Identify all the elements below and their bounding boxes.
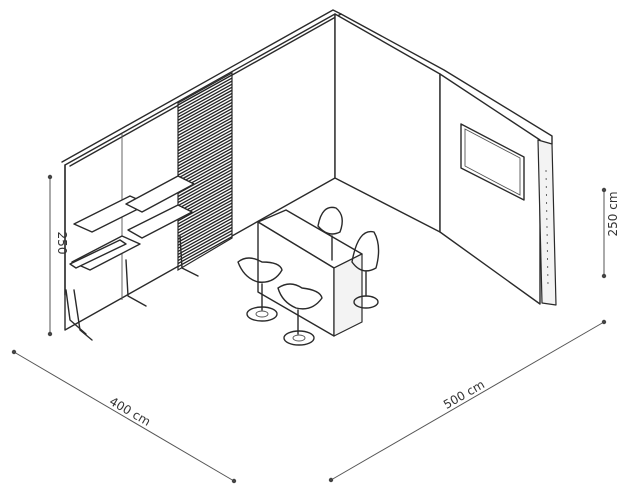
- height-right-label: 250 cm: [606, 191, 620, 236]
- dimension-height-left: [47, 174, 53, 337]
- dimension-depth: [328, 319, 607, 483]
- depth-label: 500 cm: [441, 377, 487, 412]
- slat-wall: [177, 71, 233, 272]
- tv-screen: [460, 123, 525, 201]
- left-shelving: [64, 164, 199, 341]
- bar-counter: [257, 209, 363, 337]
- back-wall: [334, 13, 557, 306]
- stool-front-1: [237, 257, 283, 322]
- stool-back-1: [317, 206, 343, 261]
- stool-back-2: [351, 230, 380, 309]
- width-label: 400 cm: [107, 394, 153, 429]
- dimension-width: [11, 349, 237, 484]
- height-left-label: 250: [55, 232, 69, 255]
- dimension-height-right: [601, 187, 607, 279]
- stool-front-2: [277, 283, 323, 346]
